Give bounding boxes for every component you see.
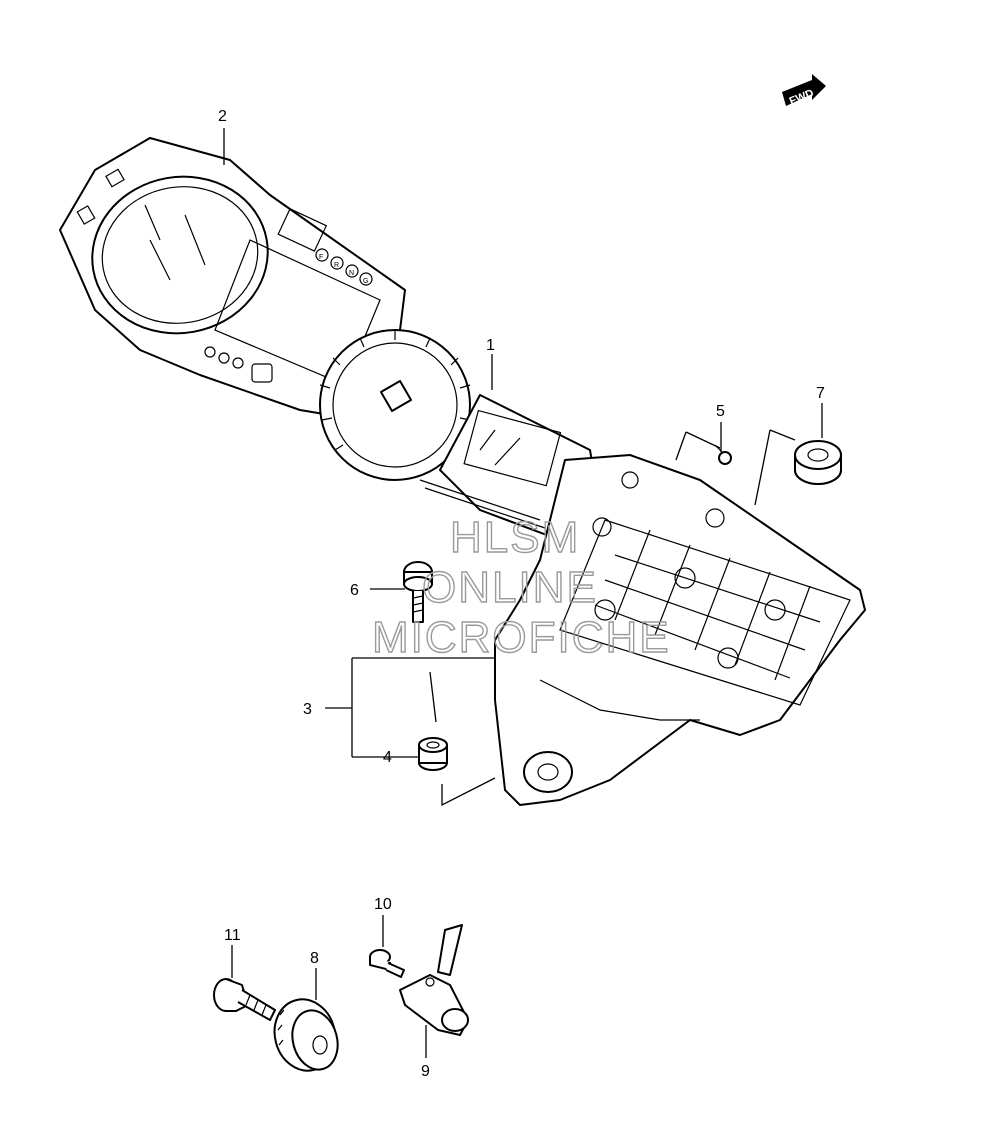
meter-cover: [59, 137, 406, 416]
screw-part-5: [714, 444, 732, 465]
watermark-line-2: ONLINE: [422, 563, 598, 612]
indicator-letter-n: N: [349, 270, 354, 277]
watermark: HLSM ONLINE MICROFICHE: [371, 512, 671, 662]
callout-labels: 2 1 5 7 6 3 4 11 8 10 9: [218, 108, 825, 1080]
watermark-line-3: MICROFICHE: [372, 613, 671, 662]
grommet-part-4: [418, 737, 448, 771]
callout-6: 6: [350, 582, 359, 599]
speed-sensor-part-9: [399, 924, 469, 1036]
callout-1: 1: [486, 337, 495, 354]
indicator-letter-f: F: [319, 254, 323, 261]
bolt-part-11: [213, 978, 276, 1021]
callout-2: 2: [218, 108, 227, 125]
callout-8: 8: [310, 950, 319, 967]
bolt-part-10: [369, 949, 405, 978]
watermark-line-1: HLSM: [450, 513, 580, 562]
indicator-letter-r: R: [334, 262, 339, 269]
indicator-letter-g: G: [363, 278, 368, 285]
fwd-arrow-icon: FWD: [782, 74, 826, 108]
callout-4: 4: [383, 749, 392, 766]
callout-10: 10: [374, 896, 392, 913]
callout-9: 9: [421, 1063, 430, 1080]
screw-part-6: [403, 561, 433, 623]
gear-part-8: [273, 998, 339, 1072]
cushion-part-7: [794, 440, 842, 485]
callout-7: 7: [816, 385, 825, 402]
leader-lines: [223, 128, 823, 1058]
callout-3: 3: [303, 701, 312, 718]
callout-5: 5: [716, 403, 725, 420]
meter-case: [494, 454, 866, 806]
callout-11: 11: [224, 927, 241, 944]
